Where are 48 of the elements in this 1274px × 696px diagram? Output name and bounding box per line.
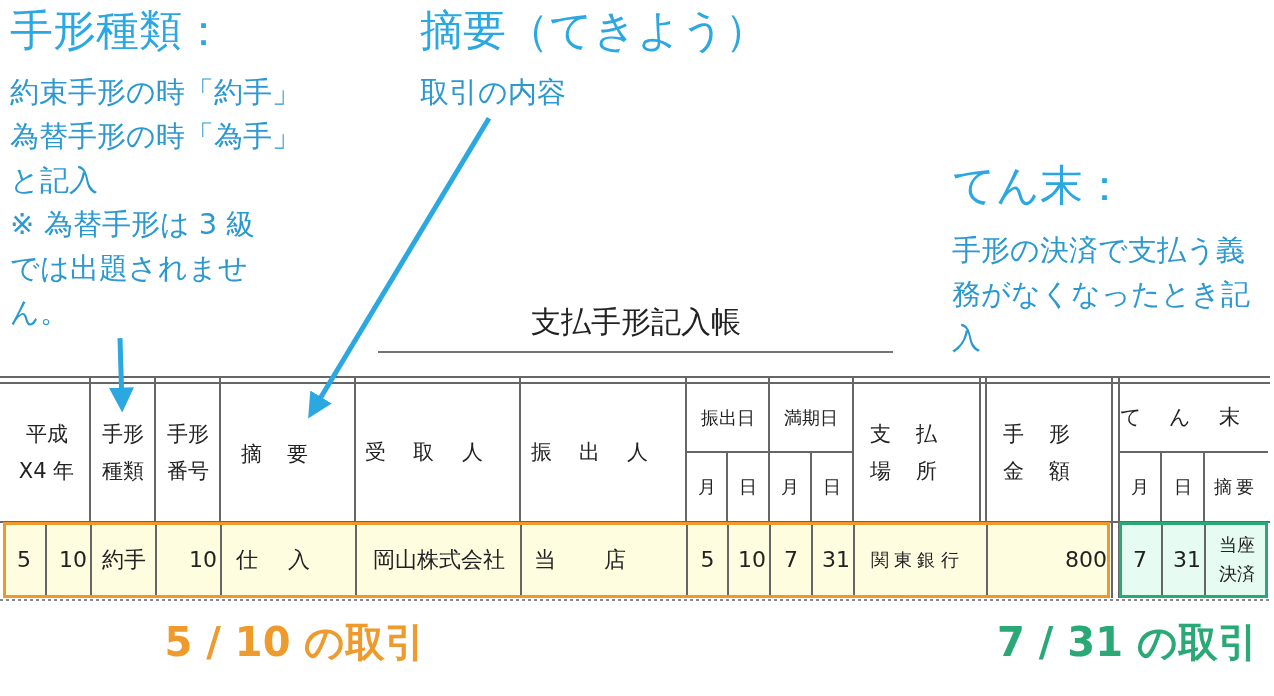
cell-value: 岡山株式会社	[372, 546, 505, 575]
column-header: 振出日	[700, 405, 755, 430]
column-header: 支払場所	[870, 420, 963, 485]
column-header: 手形番号	[165, 420, 210, 485]
column-header: 日	[739, 475, 757, 500]
highlighted-row	[3, 522, 1110, 598]
cell-value: 当店	[533, 546, 675, 575]
column-header: 月	[781, 475, 799, 500]
column-header: 満期日	[784, 405, 838, 430]
column-header: 摘要	[1214, 475, 1258, 500]
cell-value: 31	[1173, 546, 1201, 575]
column-header: 手形種類	[100, 420, 145, 485]
heading: 手形種類：	[10, 4, 226, 57]
column-header: 月	[1131, 475, 1149, 500]
cell-value: 関東銀行	[870, 547, 965, 572]
cell-value: 800	[1065, 546, 1107, 575]
annotation-text: ※ 為替手形は 3 級では出題されません。	[10, 206, 257, 332]
annotation-text: 約束手形の時「約手」為替手形の時「為手」と記入	[10, 74, 302, 200]
transaction-caption: 7 / 31 の取引	[996, 618, 1259, 667]
column-header: 平成X4 年	[17, 420, 76, 485]
transaction-caption: 5 / 10 の取引	[163, 618, 427, 667]
arrow	[109, 338, 134, 413]
column-header: 日	[1173, 475, 1192, 500]
ledger-title: 支払手形記入帳	[529, 303, 742, 341]
cell-value: 10	[738, 546, 766, 575]
column-header: 月	[697, 475, 716, 500]
column-header: 受取人	[365, 439, 510, 467]
cell-value: 仕入	[235, 546, 342, 575]
cell-value: 約手	[101, 546, 146, 575]
cell-value: 7	[784, 546, 798, 575]
column-header: 摘要	[241, 440, 334, 468]
cell-value: 当座決済	[1218, 533, 1256, 586]
column-header: てん末	[1120, 404, 1267, 432]
cell-value: 31	[822, 546, 850, 575]
cell-value: 10	[189, 546, 217, 575]
heading: 摘要（てきよう）	[420, 4, 769, 57]
annotation-text: 手形の決済で支払う義務がなくなったとき記入	[952, 232, 1251, 357]
column-header: 手形金額	[1002, 420, 1096, 485]
column-header: 振出人	[530, 439, 676, 467]
cell-value: 7	[1133, 546, 1147, 575]
column-header: 日	[823, 475, 841, 500]
heading: てん末：	[952, 159, 1127, 212]
cell-value: 5	[700, 546, 715, 575]
cell-value: 10	[59, 546, 87, 575]
cell-value: 5	[17, 546, 31, 575]
annotation-text: 取引の内容	[420, 74, 567, 112]
arrow	[308, 116, 492, 419]
highlighted-row	[1119, 522, 1268, 598]
